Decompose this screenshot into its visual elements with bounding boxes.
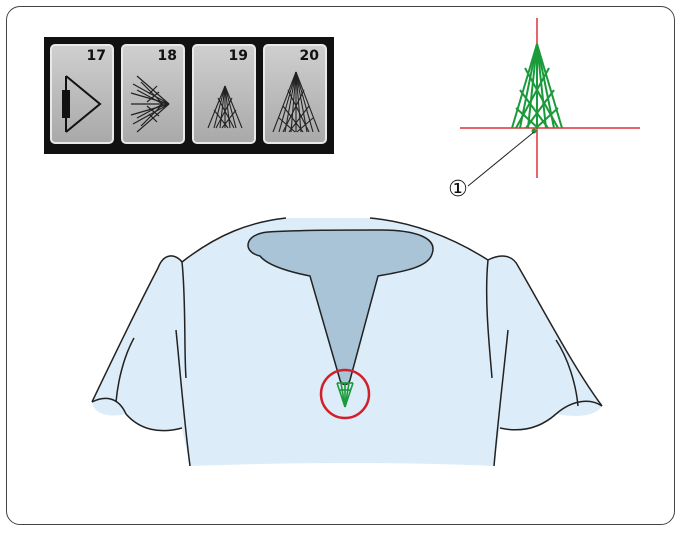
stitch-button-20[interactable]: 20 — [263, 44, 327, 144]
leader-line — [467, 131, 535, 187]
small-arrowhead-tack-icon — [207, 85, 243, 129]
stitch-number: 17 — [86, 48, 106, 64]
arrowhead-stitch-pattern — [511, 43, 563, 129]
stitch-start-point-diagram — [460, 18, 640, 187]
fan-tack-icon — [130, 75, 170, 133]
large-arrowhead-tack-icon — [272, 71, 320, 133]
figure-frame — [6, 6, 675, 525]
stitch-highlight-circle — [319, 368, 371, 420]
stitch-number: 20 — [299, 48, 319, 64]
stitch-button-19[interactable]: 19 — [192, 44, 256, 144]
start-point-marker — [531, 128, 537, 134]
bar-tack-triangle-icon — [62, 75, 102, 133]
stitch-button-17[interactable]: 17 — [50, 44, 114, 144]
stitch-number: 18 — [157, 48, 177, 64]
stitch-number: 19 — [228, 48, 248, 64]
stitch-selection-panel: 17 18 — [44, 37, 334, 154]
neck-opening — [247, 229, 434, 386]
callout-label: ① — [448, 177, 468, 202]
stitched-arrowhead — [336, 382, 354, 408]
stitch-button-18[interactable]: 18 — [121, 44, 185, 144]
